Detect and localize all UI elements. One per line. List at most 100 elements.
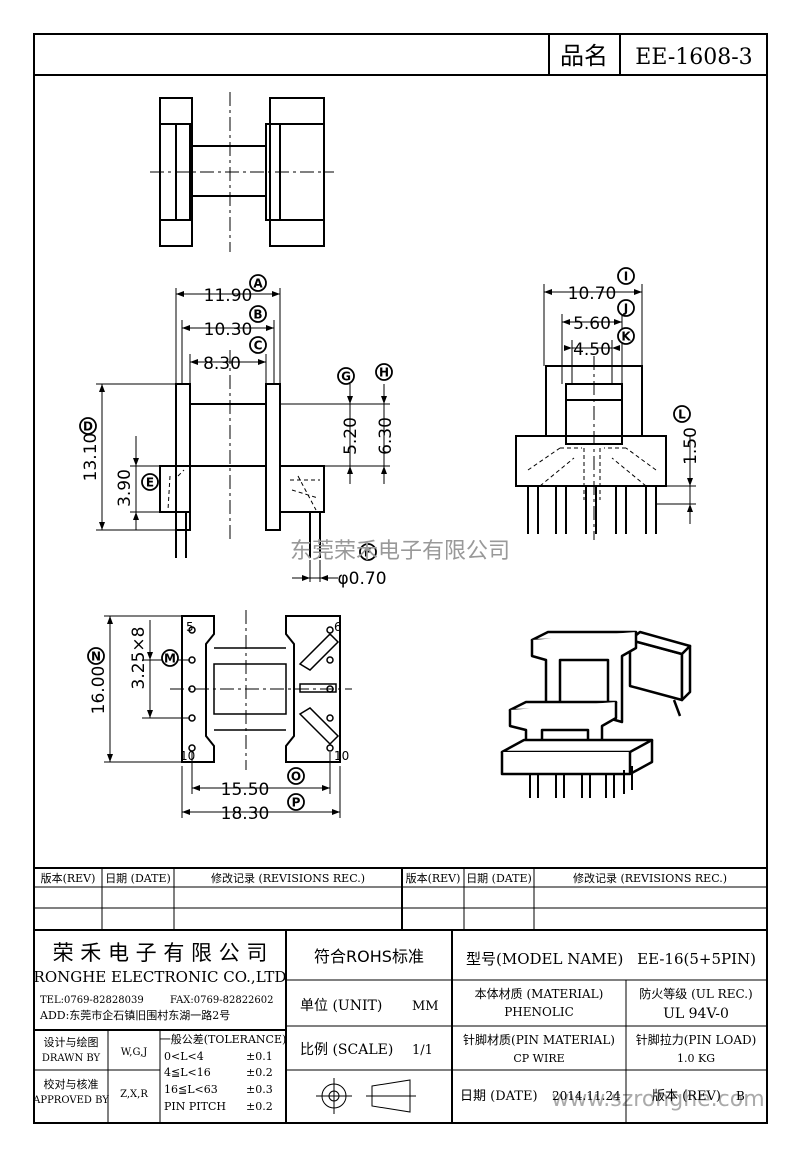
design-value: W,G,J xyxy=(121,1047,148,1058)
pin-load-value: 1.0 KG xyxy=(677,1052,715,1065)
marker-f: F xyxy=(359,543,377,561)
marker-b: B xyxy=(249,305,267,323)
company-name-cn: 荣 禾 电 子 有 限 公 司 xyxy=(53,941,268,965)
dim-b: 10.30 xyxy=(204,320,253,340)
approve-label-cn: 校对与核准 xyxy=(44,1077,99,1091)
dim-m: 3.25×8 xyxy=(129,627,149,690)
marker-label: H xyxy=(379,366,389,380)
marker-label: K xyxy=(621,330,631,344)
tolerance-range-4: PIN PITCH xyxy=(164,1100,226,1113)
rev-header-date: 日期 (DATE) xyxy=(105,872,171,885)
tolerance-range-3: 16≦L<63 xyxy=(164,1083,218,1096)
company-fax: FAX:0769-82822602 xyxy=(170,995,274,1006)
marker-label: I xyxy=(624,270,628,284)
isometric-view xyxy=(500,630,692,798)
projection-symbol xyxy=(316,1078,416,1114)
marker-label: M xyxy=(164,652,176,666)
marker-label: J xyxy=(623,302,628,316)
dim-e: 3.90 xyxy=(115,469,135,507)
pin-load-label: 针脚拉力(PIN LOAD) xyxy=(636,1032,757,1047)
tolerance-range-1: 0<L<4 xyxy=(164,1050,204,1063)
dim-g: 5.20 xyxy=(341,417,361,455)
dim-l: 1.50 xyxy=(681,427,701,465)
tolerance-title: 一般公差(TOLERANCE) xyxy=(160,1032,287,1046)
flame-label: 防火等级 (UL REC.) xyxy=(639,986,752,1001)
rohs-label: 符合ROHS标准 xyxy=(314,947,424,966)
company-tel: TEL:0769-82828039 xyxy=(40,995,144,1006)
watermark: 东莞荣禾电子有限公司 xyxy=(290,539,510,564)
scale-value: 1/1 xyxy=(412,1043,433,1058)
dim-a: 11.90 xyxy=(204,286,253,306)
company-name-en: RONGHE ELECTRONIC CO.,LTD xyxy=(34,968,287,986)
design-label-en: DRAWN BY xyxy=(42,1053,101,1064)
marker-l: L xyxy=(673,405,691,423)
flame-value: UL 94V-0 xyxy=(663,1006,729,1022)
dim-f: φ0.70 xyxy=(337,569,386,589)
marker-label: B xyxy=(253,308,262,322)
marker-label: P xyxy=(292,796,301,810)
marker-label: L xyxy=(678,408,686,422)
rev-header-rec-2: 修改记录 (REVISIONS REC.) xyxy=(573,871,727,885)
rev-header-date-2: 日期 (DATE) xyxy=(466,872,532,885)
title-block-grid xyxy=(34,929,767,1123)
dim-c: 8.30 xyxy=(203,354,241,374)
marker-p: P xyxy=(287,793,305,811)
watermark-url: www.szronghe.com xyxy=(551,1087,764,1112)
dim-p: 18.30 xyxy=(221,804,270,824)
rev-header-rec: 修改记录 (REVISIONS REC.) xyxy=(211,871,365,885)
pin-label-10-left: 10 xyxy=(180,749,195,763)
marker-d: D xyxy=(79,417,97,435)
date-label: 日期 (DATE) xyxy=(460,1089,538,1104)
front-view xyxy=(159,350,325,558)
marker-label: C xyxy=(254,339,263,353)
dim-d: 13.10 xyxy=(81,433,101,482)
design-label-cn: 设计与绘图 xyxy=(44,1035,99,1049)
bottom-view xyxy=(170,610,352,770)
scale-label: 比例 (SCALE) xyxy=(300,1042,393,1058)
model-label: 型号(MODEL NAME) xyxy=(466,950,623,968)
part-label: 品名 xyxy=(560,42,608,70)
marker-label: D xyxy=(83,420,93,434)
sheet-border xyxy=(33,33,768,1124)
marker-o: O xyxy=(287,767,305,785)
pin-material-value: CP WIRE xyxy=(513,1052,564,1065)
dimension-markers: A B C D E F G H I JK L M N OP xyxy=(79,267,691,811)
tolerance-value-4: ±0.2 xyxy=(246,1100,273,1113)
pin-material-label: 针脚材质(PIN MATERIAL) xyxy=(463,1032,615,1047)
approve-label-en: APPROVED BY xyxy=(32,1095,109,1106)
marker-i: I xyxy=(617,267,635,285)
dim-i: 10.70 xyxy=(568,284,617,304)
tolerance-value-1: ±0.1 xyxy=(246,1050,273,1063)
marker-c: C xyxy=(249,336,267,354)
rev-label: 版本 (REV) xyxy=(652,1089,721,1104)
material-label: 本体材质 (MATERIAL) xyxy=(475,987,604,1001)
model-value: EE-16(5+5PIN) xyxy=(637,950,756,968)
tolerance-value-3: ±0.3 xyxy=(246,1083,273,1096)
pin-label-6: 6 xyxy=(334,620,342,634)
dim-n: 16.00 xyxy=(89,666,109,715)
part-number: EE-1608-3 xyxy=(635,45,752,70)
marker-n: N xyxy=(87,647,105,665)
dim-j: 5.60 xyxy=(573,314,611,334)
marker-label: F xyxy=(364,546,372,560)
rev-header-rev: 版本(REV) xyxy=(41,871,96,885)
approve-value: Z,X,R xyxy=(120,1089,148,1100)
dim-h: 6.30 xyxy=(376,417,396,455)
tolerance-range-2: 4≦L<16 xyxy=(164,1066,211,1079)
tolerance-value-2: ±0.2 xyxy=(246,1066,273,1079)
material-value: PHENOLIC xyxy=(504,1005,574,1019)
unit-value: MM xyxy=(412,999,439,1014)
marker-h: H xyxy=(375,363,393,381)
marker-k: K xyxy=(617,327,635,345)
marker-label: N xyxy=(91,650,101,664)
company-address: ADD:东莞市企石镇旧围村东湖一路2号 xyxy=(39,1008,230,1022)
marker-label: E xyxy=(146,476,154,490)
marker-g: G xyxy=(337,367,355,385)
marker-a: A xyxy=(249,274,267,292)
marker-e: E xyxy=(141,473,159,491)
top-view xyxy=(150,92,334,252)
marker-label: G xyxy=(341,370,351,384)
marker-j: J xyxy=(617,299,635,317)
unit-label: 单位 (UNIT) xyxy=(300,998,382,1014)
